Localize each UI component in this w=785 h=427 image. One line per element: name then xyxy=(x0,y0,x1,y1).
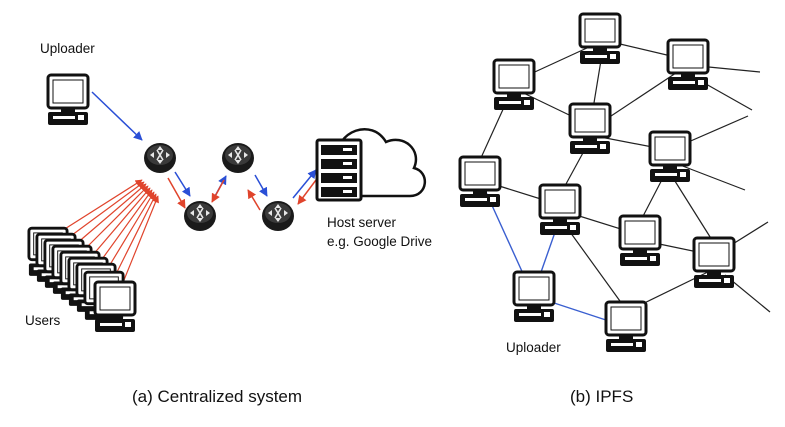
host-server-label: Host server xyxy=(327,215,397,230)
computer-icon xyxy=(648,130,692,184)
server-rack-icon xyxy=(315,138,363,202)
download-lines xyxy=(59,179,159,281)
uploader-label-a: Uploader xyxy=(40,41,95,56)
download-path xyxy=(167,177,317,211)
computer-icon xyxy=(666,38,710,92)
computer-icon xyxy=(492,58,536,112)
router-icon xyxy=(143,142,177,174)
panel-centralized: Users Uploader xyxy=(25,41,432,406)
computer-icon xyxy=(692,236,736,290)
computer-icon xyxy=(538,183,582,237)
uploader-label-b: Uploader xyxy=(506,340,561,355)
computer-icon xyxy=(578,12,622,66)
panel-ipfs: Uploader (b) IPFS xyxy=(458,12,771,406)
caption-a: (a) Centralized system xyxy=(132,387,302,406)
computer-icon xyxy=(568,102,612,156)
computer-icon xyxy=(458,155,502,209)
computer-icon xyxy=(512,270,556,324)
computer-icon xyxy=(93,280,137,334)
host-server-example-label: e.g. Google Drive xyxy=(327,234,432,249)
users-label: Users xyxy=(25,313,61,328)
router-icon xyxy=(183,200,217,232)
caption-b: (b) IPFS xyxy=(570,387,633,406)
router-icon xyxy=(221,142,255,174)
computer-icon xyxy=(618,214,662,268)
computer-icon xyxy=(46,73,90,127)
upload-path xyxy=(91,91,317,199)
computer-icon xyxy=(604,300,648,354)
router-icon xyxy=(261,200,295,232)
